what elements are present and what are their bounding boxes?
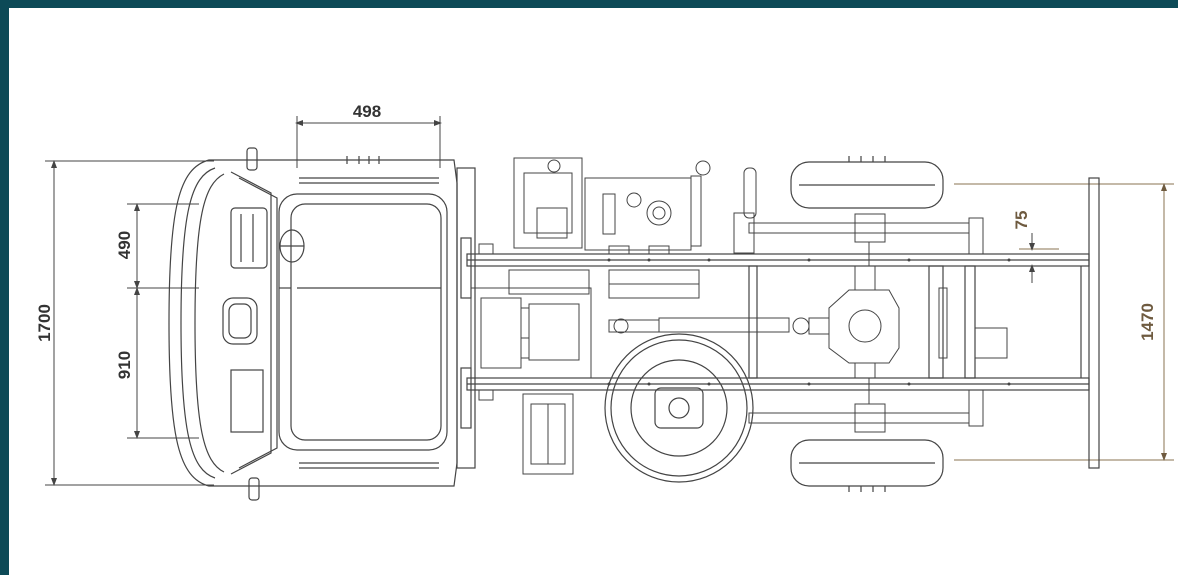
spare-wheel: [604, 333, 754, 483]
dimension-75: 75: [1012, 211, 1031, 230]
fuel-tank: [522, 393, 574, 475]
dimension-490: 490: [115, 231, 134, 259]
dimension-lines-dark: [45, 116, 442, 486]
frame-rails: [466, 177, 1100, 469]
engine-gearbox: [470, 157, 830, 401]
rear-axle: [748, 213, 1008, 433]
frame-holes: [607, 258, 1011, 386]
dimension-498: 498: [353, 102, 381, 121]
cab-outline: [168, 147, 476, 501]
dimension-lines-brown: [954, 183, 1174, 461]
dimension-1470: 1470: [1138, 303, 1157, 341]
chassis-top-view-diagram: 498 1700 490 910 75 1470: [35, 102, 1174, 501]
rear-wheels: [790, 156, 944, 492]
dimension-1700: 1700: [35, 304, 54, 342]
diagram-frame: 498 1700 490 910 75 1470: [9, 8, 1178, 575]
dimension-910: 910: [115, 351, 134, 379]
